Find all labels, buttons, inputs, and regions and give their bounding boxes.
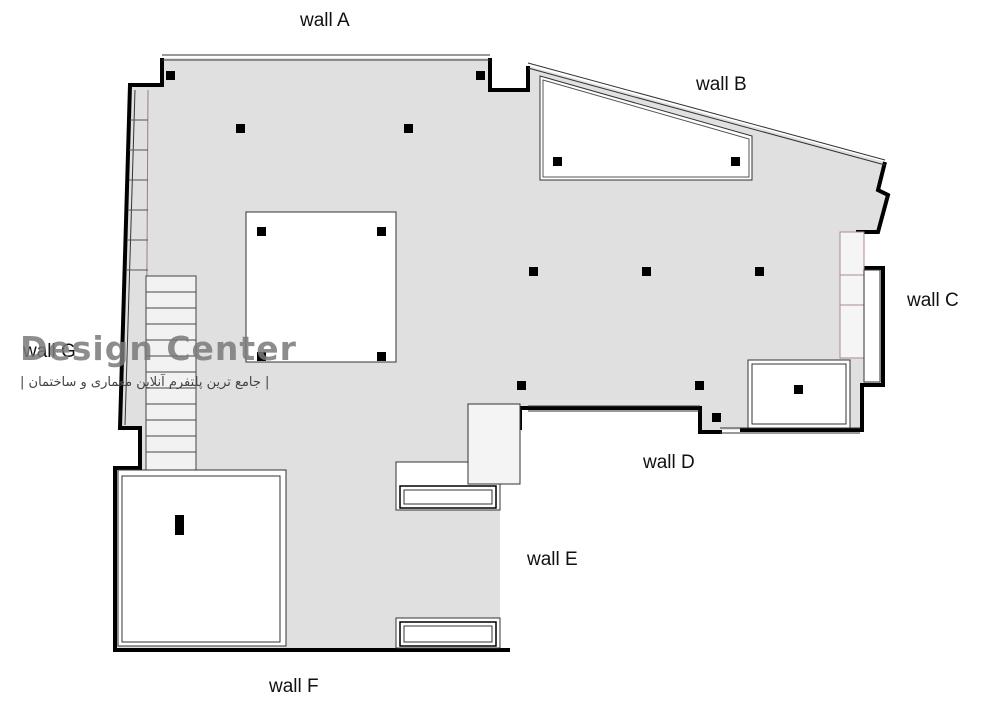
staircase [145, 275, 197, 471]
column [517, 381, 526, 390]
wall-label-a: wall A [299, 10, 350, 31]
column [642, 267, 651, 276]
wall-label-g: wall G [22, 341, 76, 362]
openings [117, 75, 881, 649]
column [712, 413, 721, 422]
watermark-title: Design Center [20, 329, 297, 368]
column [553, 157, 562, 166]
window-lines [124, 54, 886, 434]
column [794, 385, 803, 394]
wall-b-void [539, 75, 753, 181]
column [755, 267, 764, 276]
wall-label-c: wall C [906, 290, 959, 311]
column [377, 352, 386, 361]
wall-label-b: wall B [695, 74, 747, 95]
wall-d-segment [488, 58, 530, 92]
wall-label-f: wall F [268, 676, 319, 697]
wall-label-d: wall D [642, 452, 695, 473]
central-void [245, 211, 397, 363]
column [529, 267, 538, 276]
column [377, 227, 386, 236]
floor-area [115, 58, 888, 650]
column [236, 124, 245, 133]
columns [166, 71, 803, 535]
wall-a-segment [113, 58, 510, 652]
column [695, 381, 704, 390]
column [476, 71, 485, 80]
column [257, 352, 266, 361]
left-wall-ticks [126, 119, 148, 271]
column [166, 71, 175, 80]
watermark-subtitle: | جامع ترین پلتفرم آنلاین معماری و ساختم… [20, 373, 269, 390]
column [257, 227, 266, 236]
lower-left-void [117, 469, 287, 647]
wall-c-niche [839, 231, 865, 359]
wall-label-e: wall E [526, 549, 578, 570]
column [175, 515, 184, 535]
column [404, 124, 413, 133]
column [731, 157, 740, 166]
